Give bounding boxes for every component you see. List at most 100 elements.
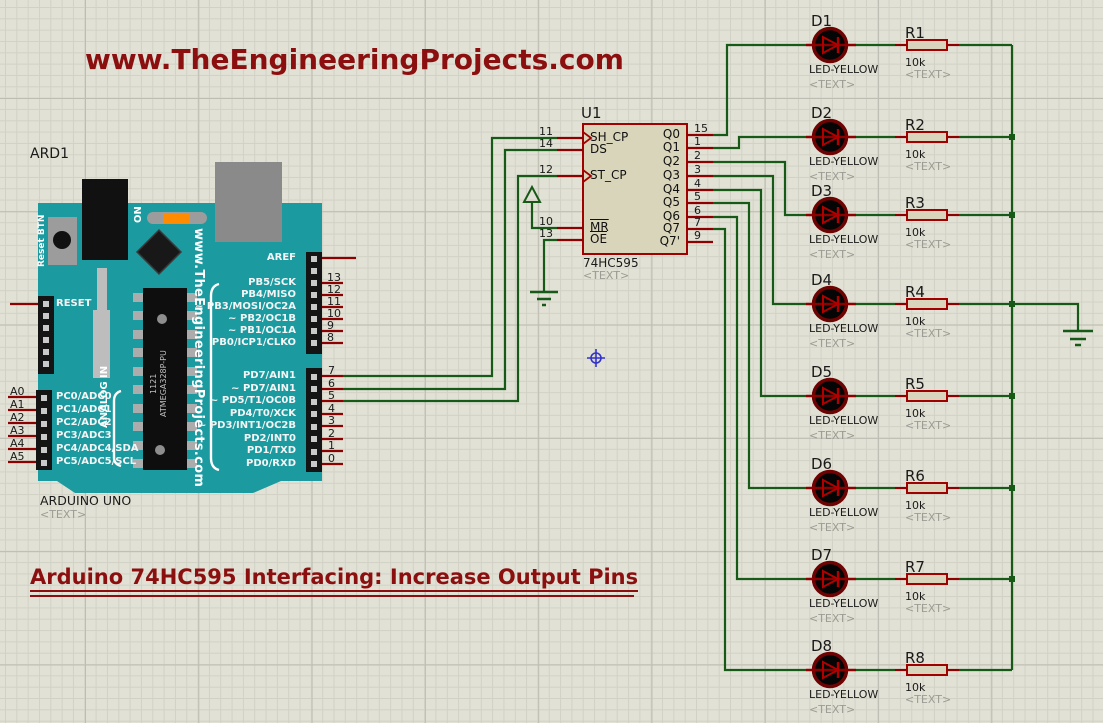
- u1-text-placeholder: <TEXT>: [583, 269, 630, 282]
- res-ref[interactable]: R5: [905, 375, 925, 393]
- pin-label: PC2/ADC2: [56, 417, 112, 428]
- pin-label: PD7/AIN1: [242, 370, 296, 381]
- pin-label: PD0/RXD: [246, 458, 296, 469]
- pin-name: Q3: [662, 168, 680, 182]
- pin-number: 7: [694, 216, 701, 229]
- pin-number: A3: [10, 424, 25, 437]
- pin-number: 12: [539, 163, 553, 176]
- pin-number: 4: [328, 402, 335, 415]
- pin-number: 13: [539, 227, 553, 240]
- led-ref[interactable]: D4: [811, 271, 833, 289]
- pin-number: 6: [694, 204, 701, 217]
- led-ref[interactable]: D8: [811, 637, 833, 655]
- pin-label: ~ PD7/AIN1: [231, 383, 296, 394]
- pin-number: 9: [694, 229, 701, 242]
- pin-number: A1: [10, 398, 25, 411]
- res-value: 10k: [905, 499, 926, 512]
- ground-icon-rail: [1063, 329, 1093, 347]
- led-part: LED-YELLOW: [809, 414, 879, 427]
- on-decal: ON: [133, 206, 144, 223]
- pin-name: DS: [590, 142, 607, 156]
- led-ref[interactable]: D5: [811, 363, 833, 381]
- pin-label: PC1/ADC1: [56, 404, 112, 415]
- page-title: www.TheEngineeringProjects.com: [85, 43, 624, 76]
- pin-number: 2: [694, 149, 701, 162]
- pin-name: Q2: [662, 154, 680, 168]
- led-ref[interactable]: D3: [811, 182, 833, 200]
- res-ref[interactable]: R2: [905, 116, 925, 134]
- led-text: <TEXT>: [809, 170, 856, 183]
- led-ref[interactable]: D6: [811, 455, 833, 473]
- arduino-board[interactable]: [36, 162, 322, 493]
- pin-number: 12: [327, 283, 341, 296]
- pin-number: 3: [328, 414, 335, 427]
- led-D4: [806, 285, 856, 323]
- pin-name: Q5: [662, 195, 680, 209]
- pin-number: A4: [10, 437, 25, 450]
- led-D5: [806, 377, 856, 415]
- mcu-part-number: ATMEGA328P-PU: [159, 350, 168, 417]
- led-part: LED-YELLOW: [809, 233, 879, 246]
- atmega-chip: [133, 288, 197, 470]
- pin-name: SH_CP: [590, 130, 629, 144]
- pin-label: ~ PD3/INT1/OC2B: [197, 420, 296, 431]
- pin-label-aref: AREF: [266, 252, 296, 263]
- pin-name: OE: [590, 232, 608, 246]
- pin-group-brackets: [112, 282, 220, 472]
- led-text: <TEXT>: [809, 78, 856, 91]
- pin-name: ST_CP: [590, 168, 627, 182]
- pin-number: A5: [10, 450, 25, 463]
- diode-diamond: [135, 228, 183, 276]
- led-text: <TEXT>: [809, 521, 856, 534]
- pin-number: 8: [327, 331, 334, 344]
- led-ref[interactable]: D2: [811, 104, 833, 122]
- resistor-R5: [906, 390, 948, 402]
- led-part: LED-YELLOW: [809, 688, 879, 701]
- res-text: <TEXT>: [905, 419, 952, 432]
- pin-number: A2: [10, 411, 25, 424]
- led-ref[interactable]: D1: [811, 12, 833, 30]
- pin-label: PB0/ICP1/CLKO: [211, 337, 296, 348]
- res-text: <TEXT>: [905, 511, 952, 524]
- on-led: [163, 213, 190, 223]
- u1-ref[interactable]: U1: [581, 104, 602, 122]
- pin-label: PC3/ADC3: [56, 430, 112, 441]
- pin-number: 10: [539, 215, 553, 228]
- led-text: <TEXT>: [809, 703, 856, 716]
- pin-name: Q7: [662, 221, 680, 235]
- resistor-symbols[interactable]: [906, 39, 948, 676]
- res-ref[interactable]: R8: [905, 649, 925, 667]
- pin-name: Q4: [662, 182, 680, 196]
- led-ref[interactable]: D7: [811, 546, 833, 564]
- led-D6: [806, 469, 856, 507]
- power-symbols: [522, 184, 1093, 347]
- res-ref[interactable]: R7: [905, 558, 925, 576]
- pin-number: 1: [694, 135, 701, 148]
- pin-label: ~ PD5/T1/OC0B: [210, 395, 296, 406]
- u1-shift-register[interactable]: [582, 123, 688, 255]
- crystal: [97, 268, 107, 312]
- arduino-ref[interactable]: ARD1: [30, 146, 69, 162]
- resistor-R4: [906, 298, 948, 310]
- pin-number: 11: [539, 125, 553, 138]
- res-ref[interactable]: R4: [905, 283, 925, 301]
- pin-number: 11: [327, 295, 341, 308]
- res-ref[interactable]: R3: [905, 194, 925, 212]
- vcc-arrow-icon: [522, 184, 542, 203]
- led-text: <TEXT>: [809, 429, 856, 442]
- res-ref[interactable]: R6: [905, 467, 925, 485]
- clock-mark-stcp: [582, 169, 593, 183]
- resistor-R2: [906, 131, 948, 143]
- res-value: 10k: [905, 681, 926, 694]
- res-ref[interactable]: R1: [905, 24, 925, 42]
- pin-name: Q1: [662, 140, 680, 154]
- u1-part: 74HC595: [583, 256, 639, 270]
- resistor-R7: [906, 573, 948, 585]
- pin-number: 5: [694, 190, 701, 203]
- led-symbols[interactable]: [806, 26, 856, 689]
- res-text: <TEXT>: [905, 693, 952, 706]
- wires: [343, 43, 1080, 672]
- arduino-name: ARDUINO UNO: [40, 493, 132, 508]
- arduino-text-placeholder: <TEXT>: [40, 508, 87, 521]
